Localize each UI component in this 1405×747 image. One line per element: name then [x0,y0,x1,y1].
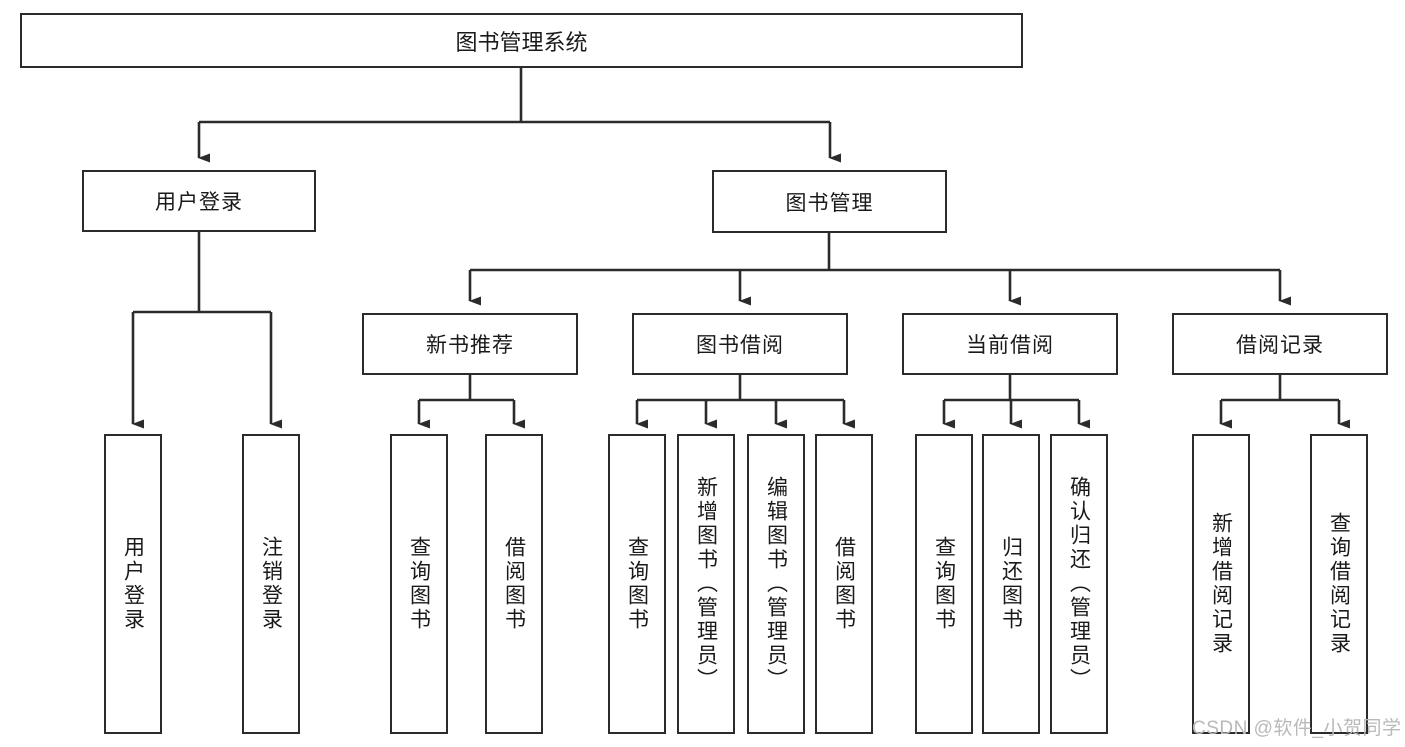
node-book-borrow[interactable]: 图书借阅 [632,313,848,375]
node-label: 编辑图书（管理员） [764,476,788,692]
node-leaf-logout-login[interactable]: 注销登录 [242,434,300,734]
node-label: 图书管理 [785,191,874,215]
node-label: 借阅图书 [832,536,856,632]
node-leaf-edit-book[interactable]: 编辑图书（管理员） [747,434,805,734]
node-label: 用户登录 [121,536,145,632]
node-label: 查询图书 [625,536,649,632]
node-leaf-add-borrow-record[interactable]: 新增借阅记录 [1192,434,1250,734]
node-new-book-recommend[interactable]: 新书推荐 [362,313,578,375]
node-leaf-query-book-recommend[interactable]: 查询图书 [390,434,448,734]
node-label: 确认归还（管理员） [1067,476,1091,692]
node-borrow-record[interactable]: 借阅记录 [1172,313,1388,375]
node-label: 新增图书（管理员） [694,476,718,692]
node-label: 查询图书 [407,536,431,632]
node-leaf-borrow-book[interactable]: 借阅图书 [815,434,873,734]
node-leaf-query-borrow-record[interactable]: 查询借阅记录 [1310,434,1368,734]
node-label: 用户登录 [155,191,243,214]
node-label: 借阅记录 [1236,334,1324,357]
node-label: 新增借阅记录 [1209,512,1233,656]
node-label: 当前借阅 [966,334,1054,357]
node-leaf-query-book-current[interactable]: 查询图书 [915,434,973,734]
node-leaf-user-login[interactable]: 用户登录 [104,434,162,734]
node-leaf-return-book[interactable]: 归还图书 [982,434,1040,734]
node-label: 借阅图书 [502,536,526,632]
node-book-management[interactable]: 图书管理 [712,170,947,233]
node-user-login[interactable]: 用户登录 [82,170,316,232]
node-label: 查询借阅记录 [1327,512,1351,656]
node-label: 图书管理系统 [455,29,588,55]
node-leaf-borrow-book-recommend[interactable]: 借阅图书 [485,434,543,734]
node-current-borrow[interactable]: 当前借阅 [902,313,1118,375]
node-leaf-query-book-borrow[interactable]: 查询图书 [608,434,666,734]
node-label: 注销登录 [259,536,283,632]
node-label: 新书推荐 [426,334,514,357]
node-leaf-confirm-return[interactable]: 确认归还（管理员） [1050,434,1108,734]
node-label: 图书借阅 [696,334,784,357]
node-label: 归还图书 [999,536,1023,632]
node-leaf-add-book[interactable]: 新增图书（管理员） [677,434,735,734]
watermark-text: CSDN @软件_小贺同学 [1192,718,1402,739]
node-book-management-system[interactable]: 图书管理系统 [20,13,1023,68]
node-label: 查询图书 [932,536,956,632]
